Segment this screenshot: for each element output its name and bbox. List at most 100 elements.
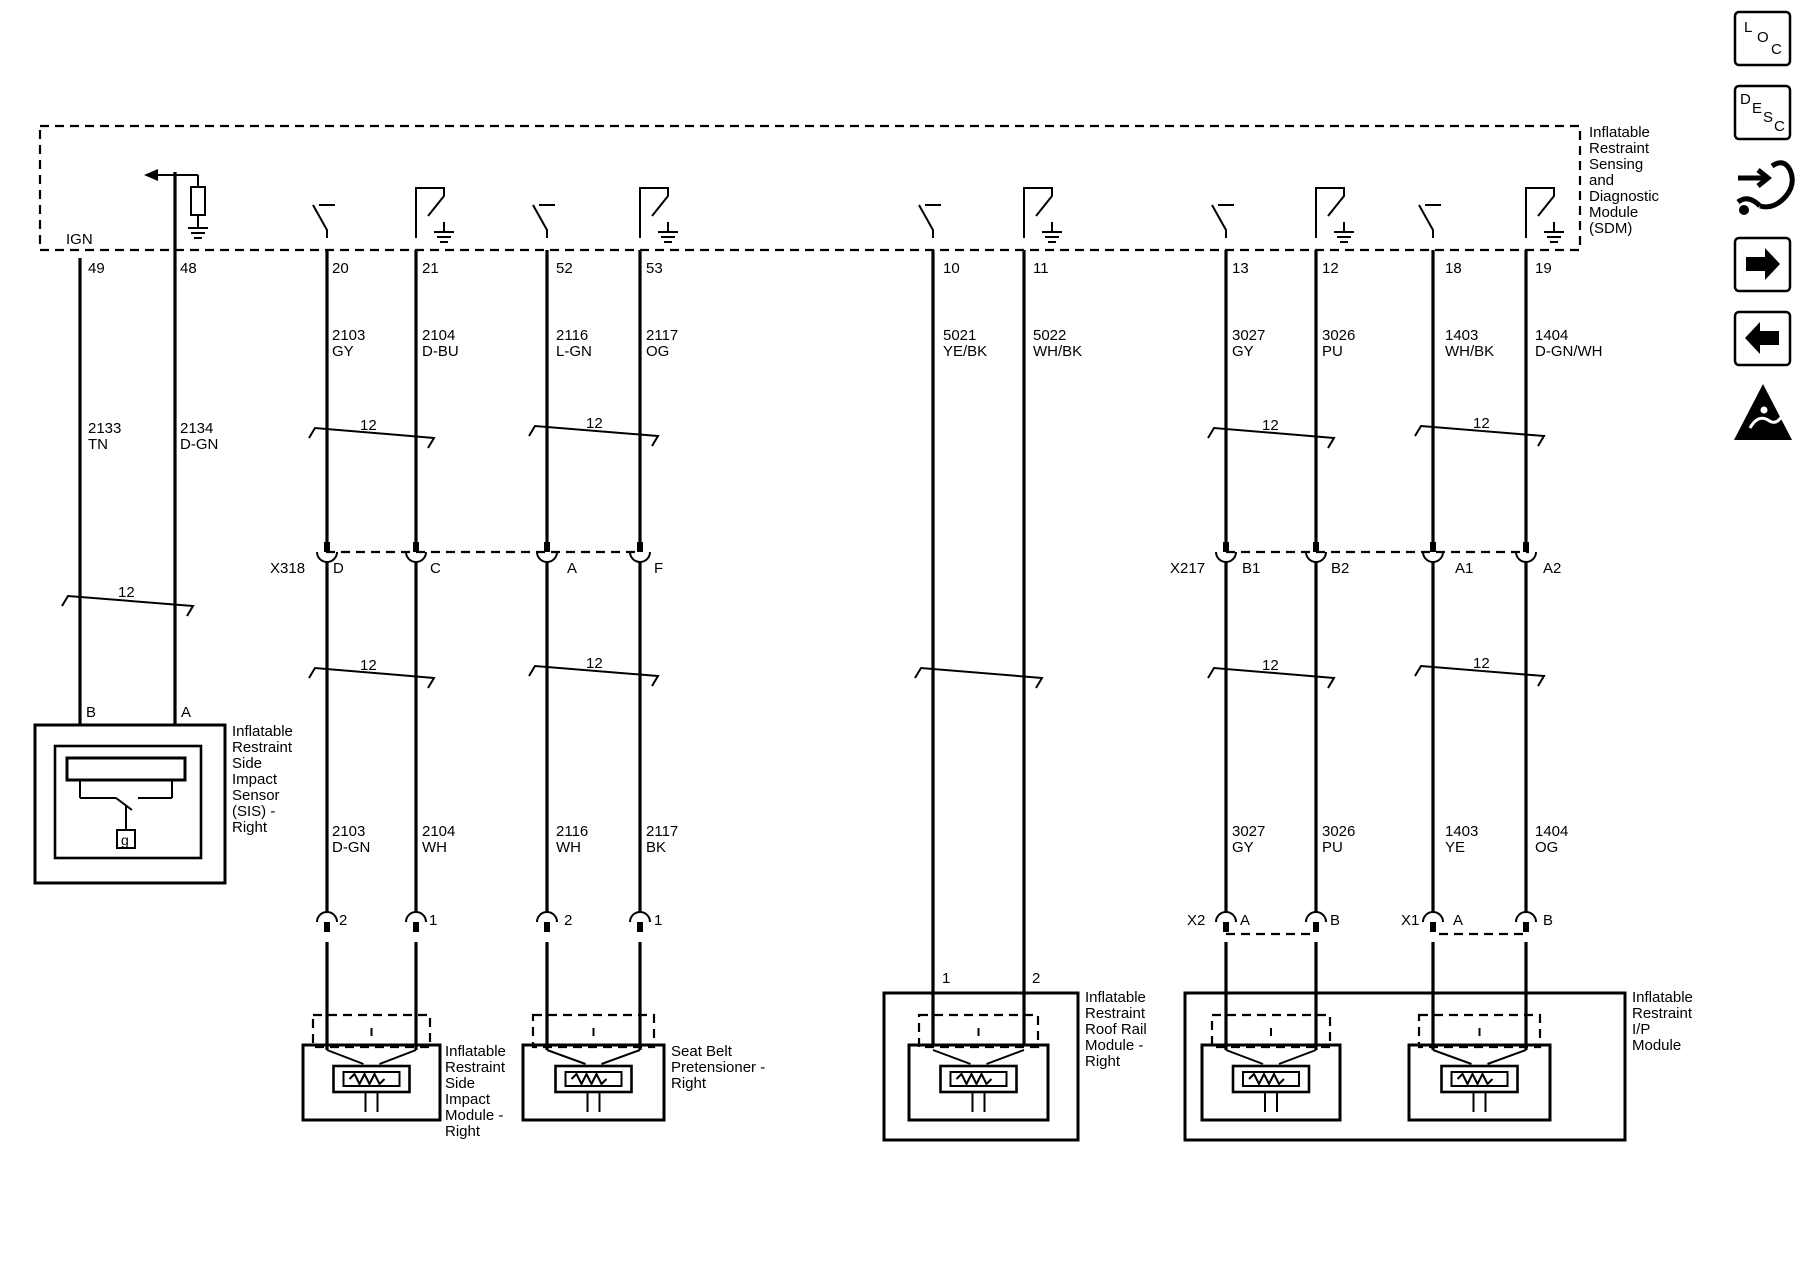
module-pin: 1 <box>429 912 437 929</box>
squib-body <box>1231 1064 1311 1094</box>
wire-group <box>78 172 1528 1050</box>
wire-number: 2134 <box>180 420 213 437</box>
twist-count: 12 <box>118 584 135 601</box>
wire-number: 3027 <box>1232 327 1265 344</box>
sensor-outer-box <box>33 723 227 885</box>
connector-terminal <box>1523 542 1529 552</box>
pullup-resistor-icon <box>175 174 208 239</box>
squib-lead <box>326 1049 364 1065</box>
sdm-pin-11: 11 <box>1033 260 1049 277</box>
connector-pin: A1 <box>1455 560 1473 577</box>
previous-page-icon[interactable] <box>1733 310 1792 367</box>
sdm-pin-19: 19 <box>1535 260 1552 277</box>
loc-letter: L <box>1744 19 1752 36</box>
loc-button[interactable]: L O C <box>1733 10 1792 67</box>
twist-count: 12 <box>1262 417 1279 434</box>
squib-lead <box>601 1049 641 1065</box>
connector-view-icon[interactable] <box>1736 160 1795 215</box>
connector-terminal <box>1223 542 1229 552</box>
sdm-pin-18: 18 <box>1445 260 1462 277</box>
connector-terminal <box>1430 542 1436 552</box>
ip-connector-label: X2 <box>1187 912 1205 929</box>
sdm-pin-21: 21 <box>422 260 439 277</box>
wire-number: 2116 <box>556 327 588 344</box>
twisted-pair-mark <box>528 664 660 687</box>
squib-resistor-icon <box>570 1071 608 1087</box>
sdm-boundary <box>38 124 1582 252</box>
next-page-icon[interactable] <box>1733 236 1792 293</box>
twisted-pair-group <box>61 424 1546 689</box>
module-pin: 1 <box>942 970 950 987</box>
wire-color: WH <box>422 839 447 856</box>
module-label-line: Inflatable <box>445 1043 506 1060</box>
sdm-pin-52: 52 <box>556 260 573 277</box>
module-box <box>1407 1043 1552 1122</box>
sdm-open-switch-icon <box>1418 204 1441 238</box>
roof-rail-module-box <box>882 991 1080 1142</box>
squib-shorting-bar <box>917 1013 1040 1049</box>
desc-letter: D <box>1740 91 1751 108</box>
warning-icon[interactable] <box>1734 384 1792 440</box>
sdm-pin-12: 12 <box>1322 260 1339 277</box>
module-label-line: I/P <box>1632 1021 1650 1038</box>
sdm-pin-49: 49 <box>88 260 105 277</box>
module-pin: A <box>1240 912 1250 929</box>
module-pin: B <box>1330 912 1340 929</box>
sdm-open-switch-icon <box>1211 204 1234 238</box>
connector-pin: B2 <box>1331 560 1349 577</box>
twist-labels: 12 12 12 12 12 12 12 12 12 <box>118 415 1490 674</box>
wire-number: 2117 <box>646 327 678 344</box>
squib-lead <box>546 1049 586 1065</box>
wire-color: OG <box>646 343 669 360</box>
squib-resistor-icon <box>955 1071 993 1087</box>
module-pin: 2 <box>564 912 572 929</box>
module-label-line: Pretensioner - <box>671 1059 765 1076</box>
module-pin: 2 <box>1032 970 1040 987</box>
connector-terminal <box>324 542 330 552</box>
connector-socket-icon <box>629 551 651 563</box>
sdm-pin-13: 13 <box>1232 260 1249 277</box>
connector-terminal <box>1313 922 1319 932</box>
connector-socket-icon <box>1215 911 1237 923</box>
wire-number: 1404 <box>1535 823 1568 840</box>
squib-resistor-icon <box>1456 1071 1494 1087</box>
sdm-ground-switch-icon <box>1525 187 1555 238</box>
module-box <box>907 1043 1050 1122</box>
wire-color: D-BU <box>422 343 459 360</box>
connector-socket-icon <box>316 911 338 923</box>
module-label-line: Impact <box>445 1091 491 1108</box>
sensor-label-line: Right <box>232 819 268 836</box>
squib-body <box>939 1064 1018 1094</box>
connector-socket-icon <box>1305 911 1327 923</box>
module-label-line: Seat Belt <box>671 1043 733 1060</box>
wire-color: GY <box>1232 343 1254 360</box>
twist-count: 12 <box>1262 657 1279 674</box>
squib-element <box>1450 1071 1509 1087</box>
sensor-label-line: Inflatable <box>232 723 293 740</box>
sdm-pin-labels: 49 48 20 21 52 53 10 11 13 12 18 19 <box>88 260 1552 277</box>
wire-color: YE <box>1445 839 1465 856</box>
module-label-line: Right <box>671 1075 707 1092</box>
wire-color: GY <box>332 343 354 360</box>
lower-wire-labels: 2103 D-GN 2104 WH 2116 WH 2117 BK 3027 G… <box>332 823 1568 856</box>
squib-element <box>564 1071 623 1087</box>
module-label-line: Side <box>445 1075 475 1092</box>
sdm-label-line: (SDM) <box>1589 220 1632 237</box>
desc-button[interactable]: D E S C <box>1733 84 1792 141</box>
module-box <box>1200 1043 1342 1122</box>
squib-lead <box>932 1049 971 1065</box>
sdm-ground-switch-icon <box>1023 187 1053 238</box>
squib-lead <box>986 1049 1025 1065</box>
wire-number: 2103 <box>332 823 365 840</box>
twisted-pair-mark <box>61 594 195 617</box>
module-label-line: Restraint <box>1085 1005 1146 1022</box>
desc-letter: E <box>1752 100 1762 117</box>
wire-number: 2104 <box>422 823 455 840</box>
squib-body <box>1440 1064 1519 1094</box>
desc-letter: S <box>1763 109 1773 126</box>
sdm-open-switch-icon <box>532 204 555 238</box>
squib-lead <box>1278 1049 1317 1065</box>
sdm-label-line: Module <box>1589 204 1638 221</box>
